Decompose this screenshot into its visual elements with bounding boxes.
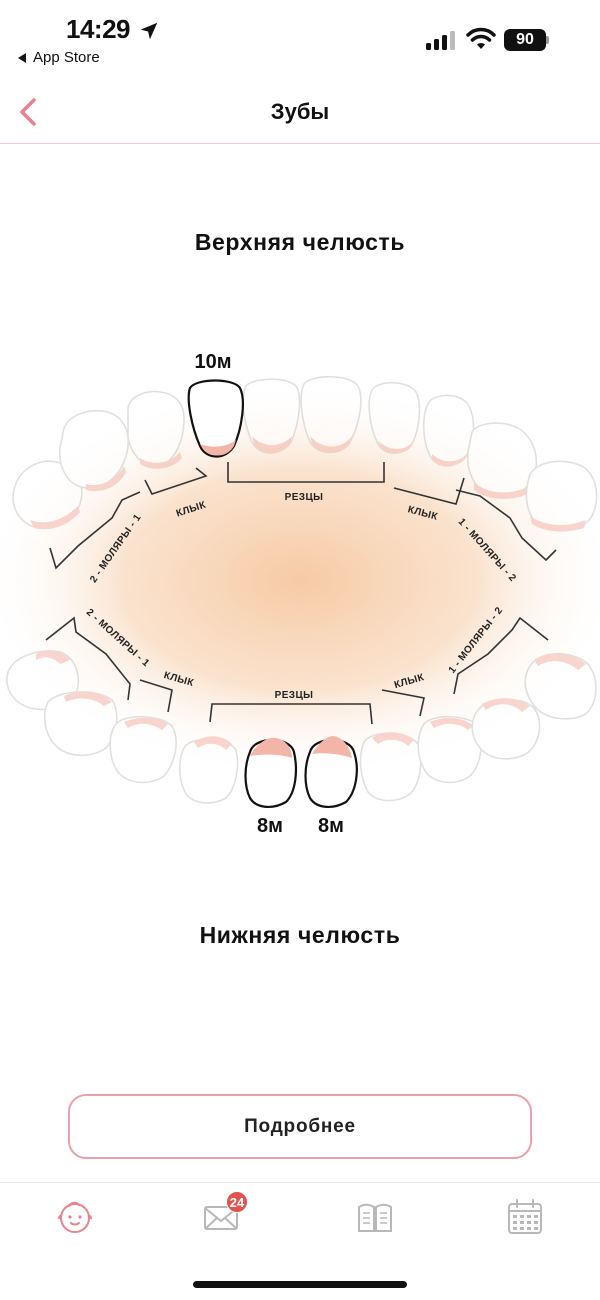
mouth-glow: [0, 360, 600, 810]
upper-tooth-central-right: [300, 375, 362, 454]
navigation-bar: Зубы: [0, 82, 600, 144]
mail-icon[interactable]: [202, 1197, 242, 1237]
page-title: Зубы: [270, 99, 330, 124]
back-chevron-icon[interactable]: [14, 94, 44, 130]
upper-tooth-right-molar-1: [466, 422, 538, 499]
lower-tooth-central-left-erupted: [244, 737, 297, 808]
book-icon[interactable]: [355, 1197, 395, 1237]
back-to-app-store[interactable]: App Store: [18, 49, 100, 66]
upper-tooth-lateral-left-erupted: [187, 379, 244, 458]
upper-tooth-central-left: [242, 378, 301, 454]
lower-tooth-left-age-label: 8м: [257, 815, 283, 837]
upper-tooth-left-canine: [127, 390, 185, 469]
baby-icon[interactable]: [55, 1197, 95, 1237]
mail-badge: 24: [226, 1191, 248, 1213]
tab-bar: [0, 1182, 600, 1262]
upper-label-incisors: РЕЗЦЫ: [285, 492, 324, 503]
upper-tooth-age-label: 10м: [194, 351, 231, 373]
upper-brackets: [49, 462, 557, 570]
status-time: 14:29: [66, 14, 131, 44]
battery-indicator: 90: [504, 29, 546, 51]
lower-label-incisors: РЕЗЦЫ: [275, 690, 314, 701]
upper-tooth-right-molar-2: [525, 460, 598, 532]
teeth-diagram: 10м РЕЗЦЫ КЛЫК КЛЫК 2 - МОЛЯРЫ - 1 1 - М…: [0, 351, 600, 837]
upper-jaw-title: Верхняя челюсть: [194, 229, 406, 255]
status-bar: 14:29 App Store 90: [0, 0, 600, 80]
lower-jaw-title: Нижняя челюсть: [199, 922, 401, 948]
home-indicator: [193, 1281, 407, 1288]
lower-tooth-lateral-left: [178, 736, 239, 804]
upper-tooth-left-molar-1: [59, 410, 130, 492]
location-arrow-icon: [140, 22, 158, 40]
lower-tooth-right-age-label: 8м: [318, 815, 344, 837]
more-details-button[interactable]: Подробнее: [68, 1094, 532, 1159]
battery-cap: [546, 36, 549, 44]
upper-tooth-left-molar-2: [12, 460, 83, 530]
lower-brackets: [45, 616, 549, 725]
lower-tooth-central-right-erupted: [304, 736, 358, 808]
back-app-label: App Store: [33, 49, 100, 66]
lower-tooth-left-molar-1: [43, 691, 118, 757]
lower-tooth-right-canine: [417, 715, 483, 784]
upper-tooth-right-canine: [422, 394, 475, 467]
lower-tooth-lateral-right: [359, 732, 422, 802]
lower-tooth-left-canine: [109, 715, 177, 784]
cellular-signal-icon: [426, 31, 455, 50]
battery-level: 90: [516, 31, 534, 48]
upper-tooth-lateral-right: [368, 381, 421, 454]
lower-tooth-right-molar-2: [524, 653, 597, 720]
lower-tooth-right-molar-1: [471, 698, 541, 760]
calendar-icon[interactable]: [505, 1197, 545, 1237]
wifi-icon: [466, 27, 496, 49]
back-triangle-icon: [18, 52, 26, 63]
